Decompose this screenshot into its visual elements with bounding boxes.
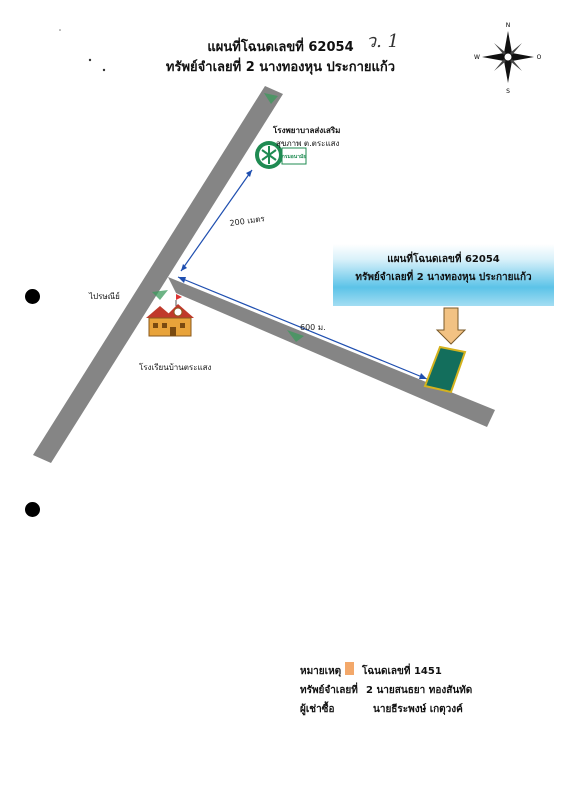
school-icon [146,294,194,337]
speck [88,58,92,62]
distance-line-hospital [180,169,253,272]
road-corner-mark [287,330,304,342]
info-box-line2: ทรัพย์จำเลยที่ 2 นางทองหุน ประกายแก้ว [355,272,532,283]
hospital-logo: กรมอนามัย [255,141,307,169]
legend-deed: โฉนดเลขที่ 1451 [362,666,442,677]
post-office-label: ไปรษณีย์ [89,292,120,301]
land-plot [423,345,467,394]
location-arrow [435,307,467,345]
hospital-label-line2: สุขภาพ ต.ตระแสง [276,139,340,148]
compass-e: O [537,54,542,61]
arrowhead [181,264,187,271]
road-corner-mark [152,290,168,300]
hospital-label-line1: โรงพยาบาลส่งเสริม [273,126,341,135]
handwritten-mark: ว. 1 [366,31,400,52]
legend-asset-label: ทรัพย์จำเลยที่ [300,685,358,696]
school-label: โรงเรียนบ้านตระแสง [139,363,212,372]
road-corner-mark [264,93,278,104]
branch-road [168,277,495,427]
arrowhead [178,277,186,283]
binder-hole [25,289,40,304]
compass-n: N [506,22,511,29]
distance-label-hospital: 200 เมตร [229,214,266,228]
distance-line-plot [177,276,428,380]
legend-swatch [345,662,354,675]
arrowhead [419,373,427,379]
speck [59,29,61,31]
speck [102,68,106,72]
compass-s: S [506,88,510,95]
info-box: แผนที่โฉนดเลขที่ 62054 ทรัพย์จำเลยที่ 2 … [333,244,554,306]
arrowhead [246,170,252,177]
map-title: แผนที่โฉนดเลขที่ 62054 [207,40,354,55]
compass-rose: N S O W [474,22,542,95]
binder-hole [25,502,40,517]
legend-lessee-value: นายธีระพงษ์ เกตุวงค์ [373,704,463,715]
legend-label: หมายเหตุ [300,666,342,677]
compass-w: W [474,54,480,61]
legend-lessee-label: ผู้เช่าซื้อ [300,704,335,715]
main-road [33,86,283,463]
distance-label-plot: 600 ม. [300,323,326,332]
map-subtitle: ทรัพย์จำเลยที่ 2 นางทองหุน ประกายแก้ว [165,60,396,75]
legend-asset-value: 2 นายสนธยา ทองสันทัด [366,685,473,696]
info-box-line1: แผนที่โฉนดเลขที่ 62054 [387,254,500,265]
hospital-logo-text: กรมอนามัย [282,153,307,160]
